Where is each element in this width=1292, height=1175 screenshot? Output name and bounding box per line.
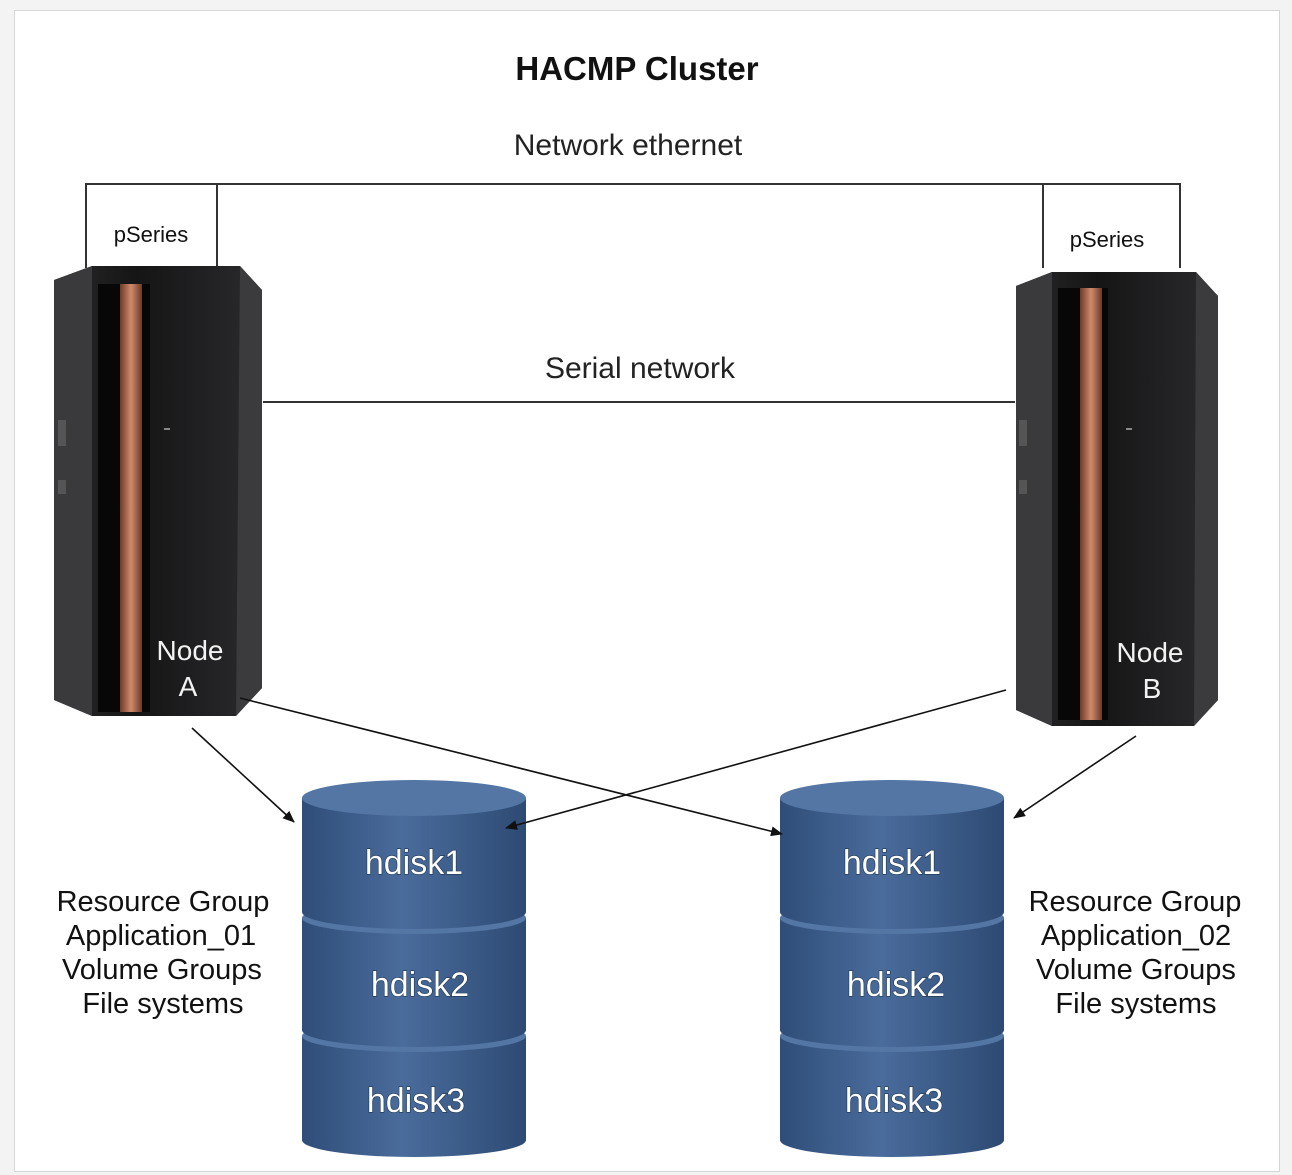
arrow-node-a-to-disk-2 <box>239 697 783 837</box>
rg-1-line-3: Volume Groups <box>62 954 262 986</box>
ethernet-network-label: Network ethernet <box>514 129 743 162</box>
server-node-a: Node A <box>54 266 262 716</box>
rg-1-line-1: Resource Group <box>57 886 270 918</box>
pseries-a-label: pSeries <box>114 222 189 247</box>
serial-network-label: Serial network <box>545 352 736 385</box>
rg-1-line-4: File systems <box>82 988 243 1020</box>
disk-2-2-label: hdisk2 <box>847 966 945 1004</box>
rg-2-line-2: Application_02 <box>1041 920 1231 952</box>
rg-2-line-3: Volume Groups <box>1036 954 1236 986</box>
resource-group-2: Resource Group Application_02 Volume Gro… <box>1029 886 1242 1020</box>
pseries-b-label: pSeries <box>1070 227 1145 252</box>
ethernet-network-line <box>85 183 1181 268</box>
server-node-b: Node B <box>1016 272 1218 726</box>
arrow-node-b-to-disk-1 <box>505 689 1007 830</box>
node-b-label-line1: Node <box>1117 637 1184 668</box>
disk-stack-2: hdisk3 hdisk2 hdisk1 <box>780 780 1004 1157</box>
node-b-label-line2: B <box>1143 673 1162 704</box>
rg-1-line-2: Application_01 <box>66 920 256 952</box>
resource-group-1: Resource Group Application_01 Volume Gro… <box>57 886 270 1020</box>
disk-1-1-label: hdisk1 <box>365 844 463 882</box>
arrow-node-b-to-disk-2 <box>1013 735 1137 819</box>
disk-1-3-label: hdisk3 <box>367 1082 465 1120</box>
disk-1-2-label: hdisk2 <box>371 966 469 1004</box>
node-a-label-line2: A <box>179 671 198 702</box>
diagram-title: HACMP Cluster <box>515 50 758 87</box>
node-a-label-line1: Node <box>157 635 224 666</box>
arrow-node-a-to-disk-1 <box>191 727 295 823</box>
disk-2-3-label: hdisk3 <box>845 1082 943 1120</box>
rg-2-line-4: File systems <box>1055 988 1216 1020</box>
disk-stack-1: hdisk3 hdisk2 hdisk1 <box>302 780 526 1157</box>
rg-2-line-1: Resource Group <box>1029 886 1242 918</box>
disk-stack-2-hdisk1: hdisk1 <box>780 780 1004 929</box>
disk-stack-1-hdisk1: hdisk1 <box>302 780 526 929</box>
disk-2-1-label: hdisk1 <box>843 844 941 882</box>
